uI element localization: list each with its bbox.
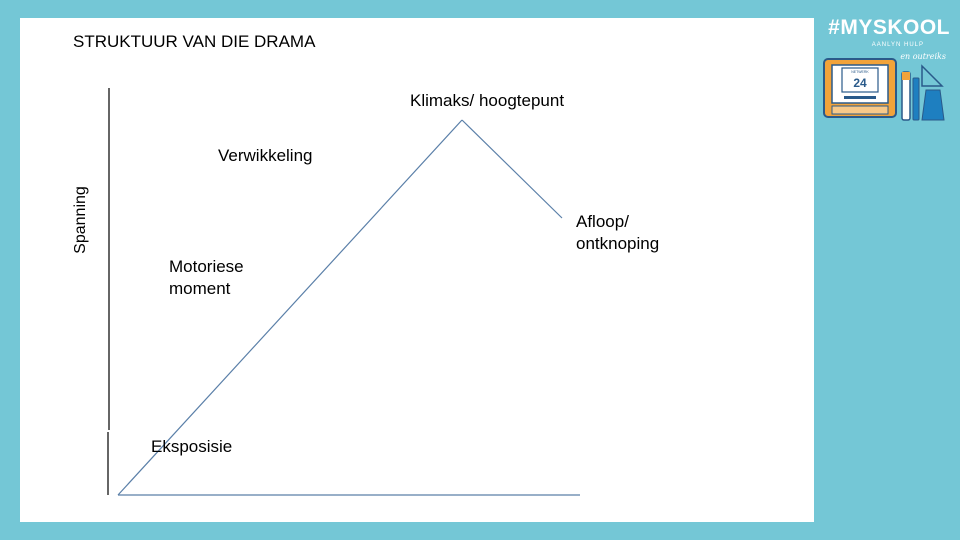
inciting-moment-label: Motoriese moment <box>169 257 244 298</box>
slide-canvas <box>20 18 814 522</box>
calendar-label: NETWERK <box>851 70 869 74</box>
diagram-title: STRUKTUUR VAN DIE DRAMA <box>73 32 316 51</box>
brand-subtitle: AANLYN HULP <box>871 42 924 48</box>
myskool-logo: #MYSKOOL AANLYN HULP en outreiks NETWERK… <box>822 16 950 126</box>
calendar-number: 24 <box>853 76 867 90</box>
school-supplies-icon: NETWERK 24 <box>823 58 945 121</box>
complication-label: Verwikkeling <box>218 146 313 165</box>
resolution-label: Afloop/ ontknoping <box>576 212 660 253</box>
climax-label: Klimaks/ hoogtepunt <box>410 91 565 110</box>
y-axis-label: Spanning <box>72 186 89 254</box>
brand-title: #MYSKOOL <box>828 16 950 39</box>
exposition-label: Eksposisie <box>151 437 233 456</box>
falling-action-line <box>461 119 563 219</box>
rising-action-line <box>117 119 463 496</box>
brand-script: en outreiks <box>900 52 946 61</box>
